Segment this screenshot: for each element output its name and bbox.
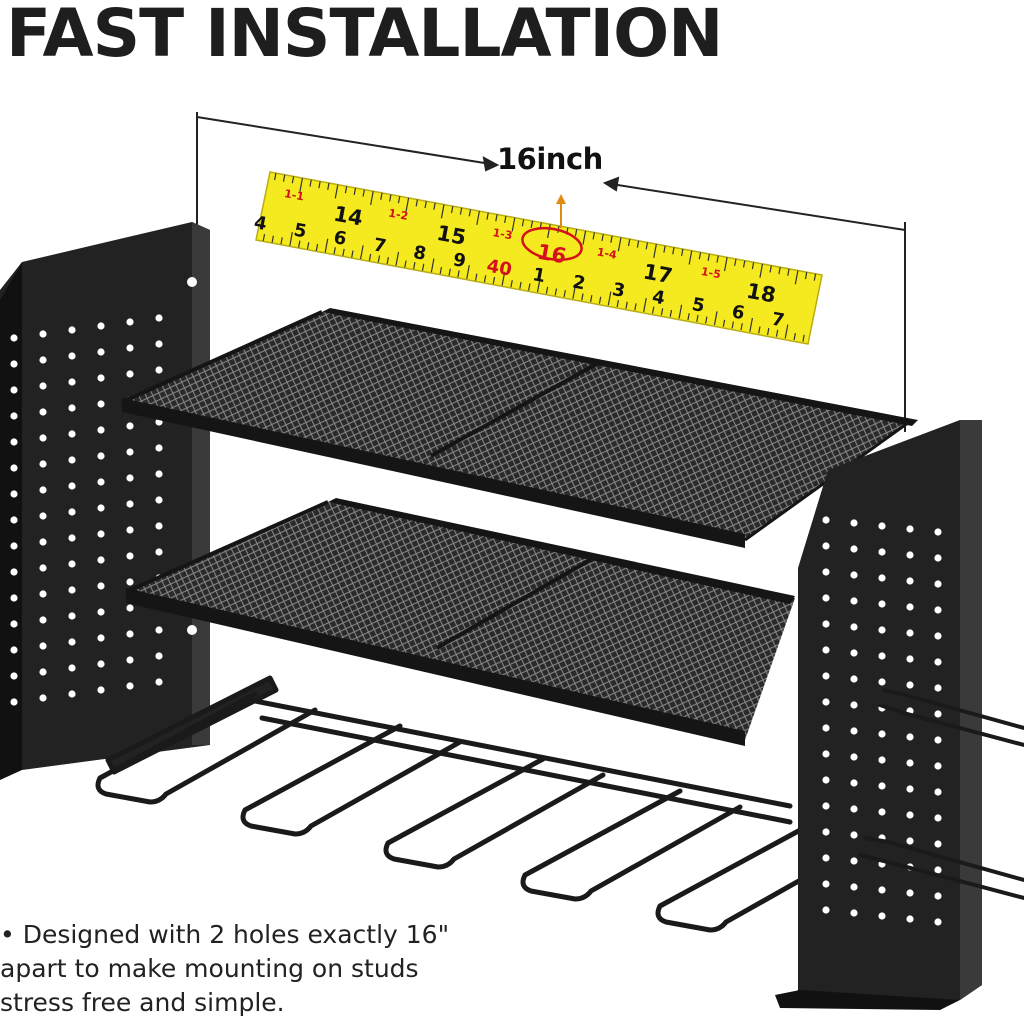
upper-shelf: [121, 308, 918, 548]
tape-number: 6: [332, 227, 348, 250]
tape-number: 9: [451, 249, 467, 272]
tape-number: 2: [571, 272, 587, 295]
tape-number: 7: [770, 309, 786, 332]
measurement-label: 16inch: [497, 142, 603, 176]
tape-number: 3: [611, 279, 627, 302]
left-side-panel: [0, 222, 210, 780]
tape-number: 6: [730, 301, 746, 324]
caption-line: • Designed with 2 holes exactly 16": [0, 920, 450, 949]
tape-inch-number: 17: [641, 259, 674, 288]
tape-number: 5: [690, 294, 706, 317]
tape-foot-mark: 1-3: [492, 226, 514, 242]
right-side-panel: [775, 420, 1024, 1010]
tape-inch-number: 18: [745, 279, 778, 308]
feature-caption: • Designed with 2 holes exactly 16" apar…: [0, 918, 449, 1020]
tape-inch-number: 16: [535, 240, 568, 269]
tape-number: 4: [650, 286, 666, 309]
measurement-lines: [196, 112, 906, 432]
tape-number: 5: [292, 220, 308, 243]
tape-foot-mark: 1-1: [283, 187, 305, 203]
tape-number: 7: [372, 234, 388, 257]
tape-number: 40: [485, 256, 513, 281]
tool-rack: [95, 675, 878, 933]
tape-number: 8: [412, 242, 428, 265]
tape-foot-mark: 1-2: [387, 207, 409, 223]
tape-foot-mark: 1-4: [596, 245, 618, 261]
page-title: FAST INSTALLATION: [6, 0, 723, 72]
tape-number: 4: [252, 212, 268, 235]
caption-line: stress free and simple.: [0, 988, 285, 1017]
lower-shelf: [125, 498, 795, 746]
tape-inch-number: 15: [435, 221, 468, 250]
tape-foot-mark: 1-5: [700, 265, 722, 281]
caption-line: apart to make mounting on studs: [0, 954, 419, 983]
tape-number: 1: [531, 264, 547, 287]
tape-inch-number: 14: [332, 202, 365, 231]
